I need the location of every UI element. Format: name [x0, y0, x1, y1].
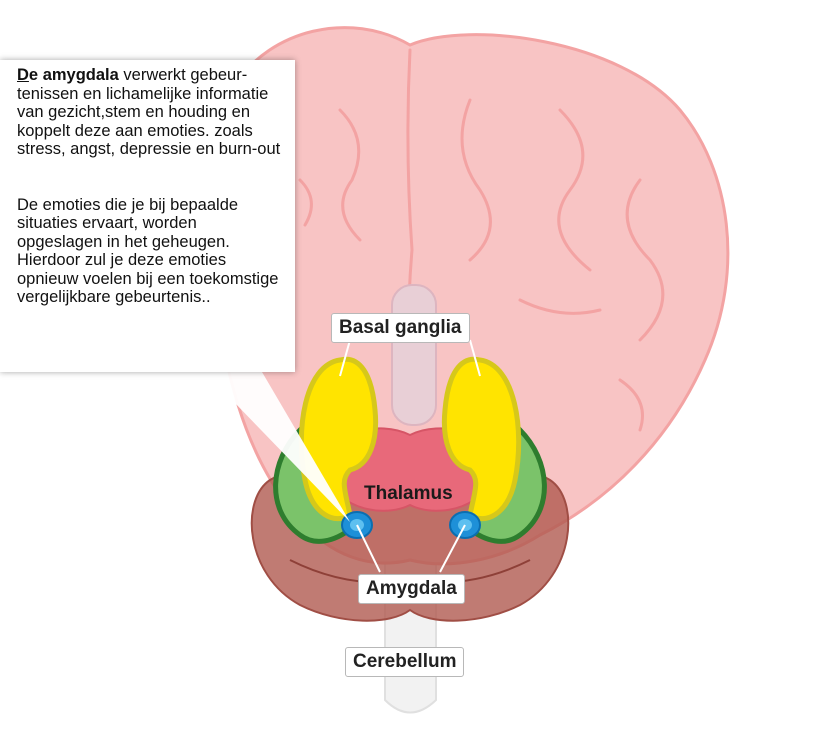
- label-cerebellum: Cerebellum: [345, 647, 465, 677]
- basal-ganglia-right: [441, 356, 522, 522]
- callout-text-line1: verwerkt gebeur-: [118, 66, 248, 84]
- corpus-callosum-stem: [391, 284, 437, 426]
- callout-paragraph-1: De amygdala verwerkt gebeur-tenissen en …: [17, 66, 285, 159]
- callout-paragraph-2: De emoties die je bij bepaalde situaties…: [17, 195, 279, 307]
- label-basal-ganglia: Basal ganglia: [331, 313, 470, 343]
- amygdala-callout: De amygdala verwerkt gebeur-tenissen en …: [0, 60, 295, 372]
- label-leaders: [339, 339, 481, 573]
- lead-first-letter: D: [17, 66, 29, 84]
- lead-rest: e: [28, 66, 39, 84]
- label-thalamus: Thalamus: [364, 483, 453, 504]
- callout-text-rest: tenissen en lichamelijke informatie van …: [17, 84, 281, 159]
- label-amygdala: Amygdala: [358, 574, 465, 604]
- callout-pointer: [205, 372, 350, 522]
- callout-bold-term: amygdala: [42, 66, 119, 84]
- callout-lead-word: De: [17, 66, 38, 84]
